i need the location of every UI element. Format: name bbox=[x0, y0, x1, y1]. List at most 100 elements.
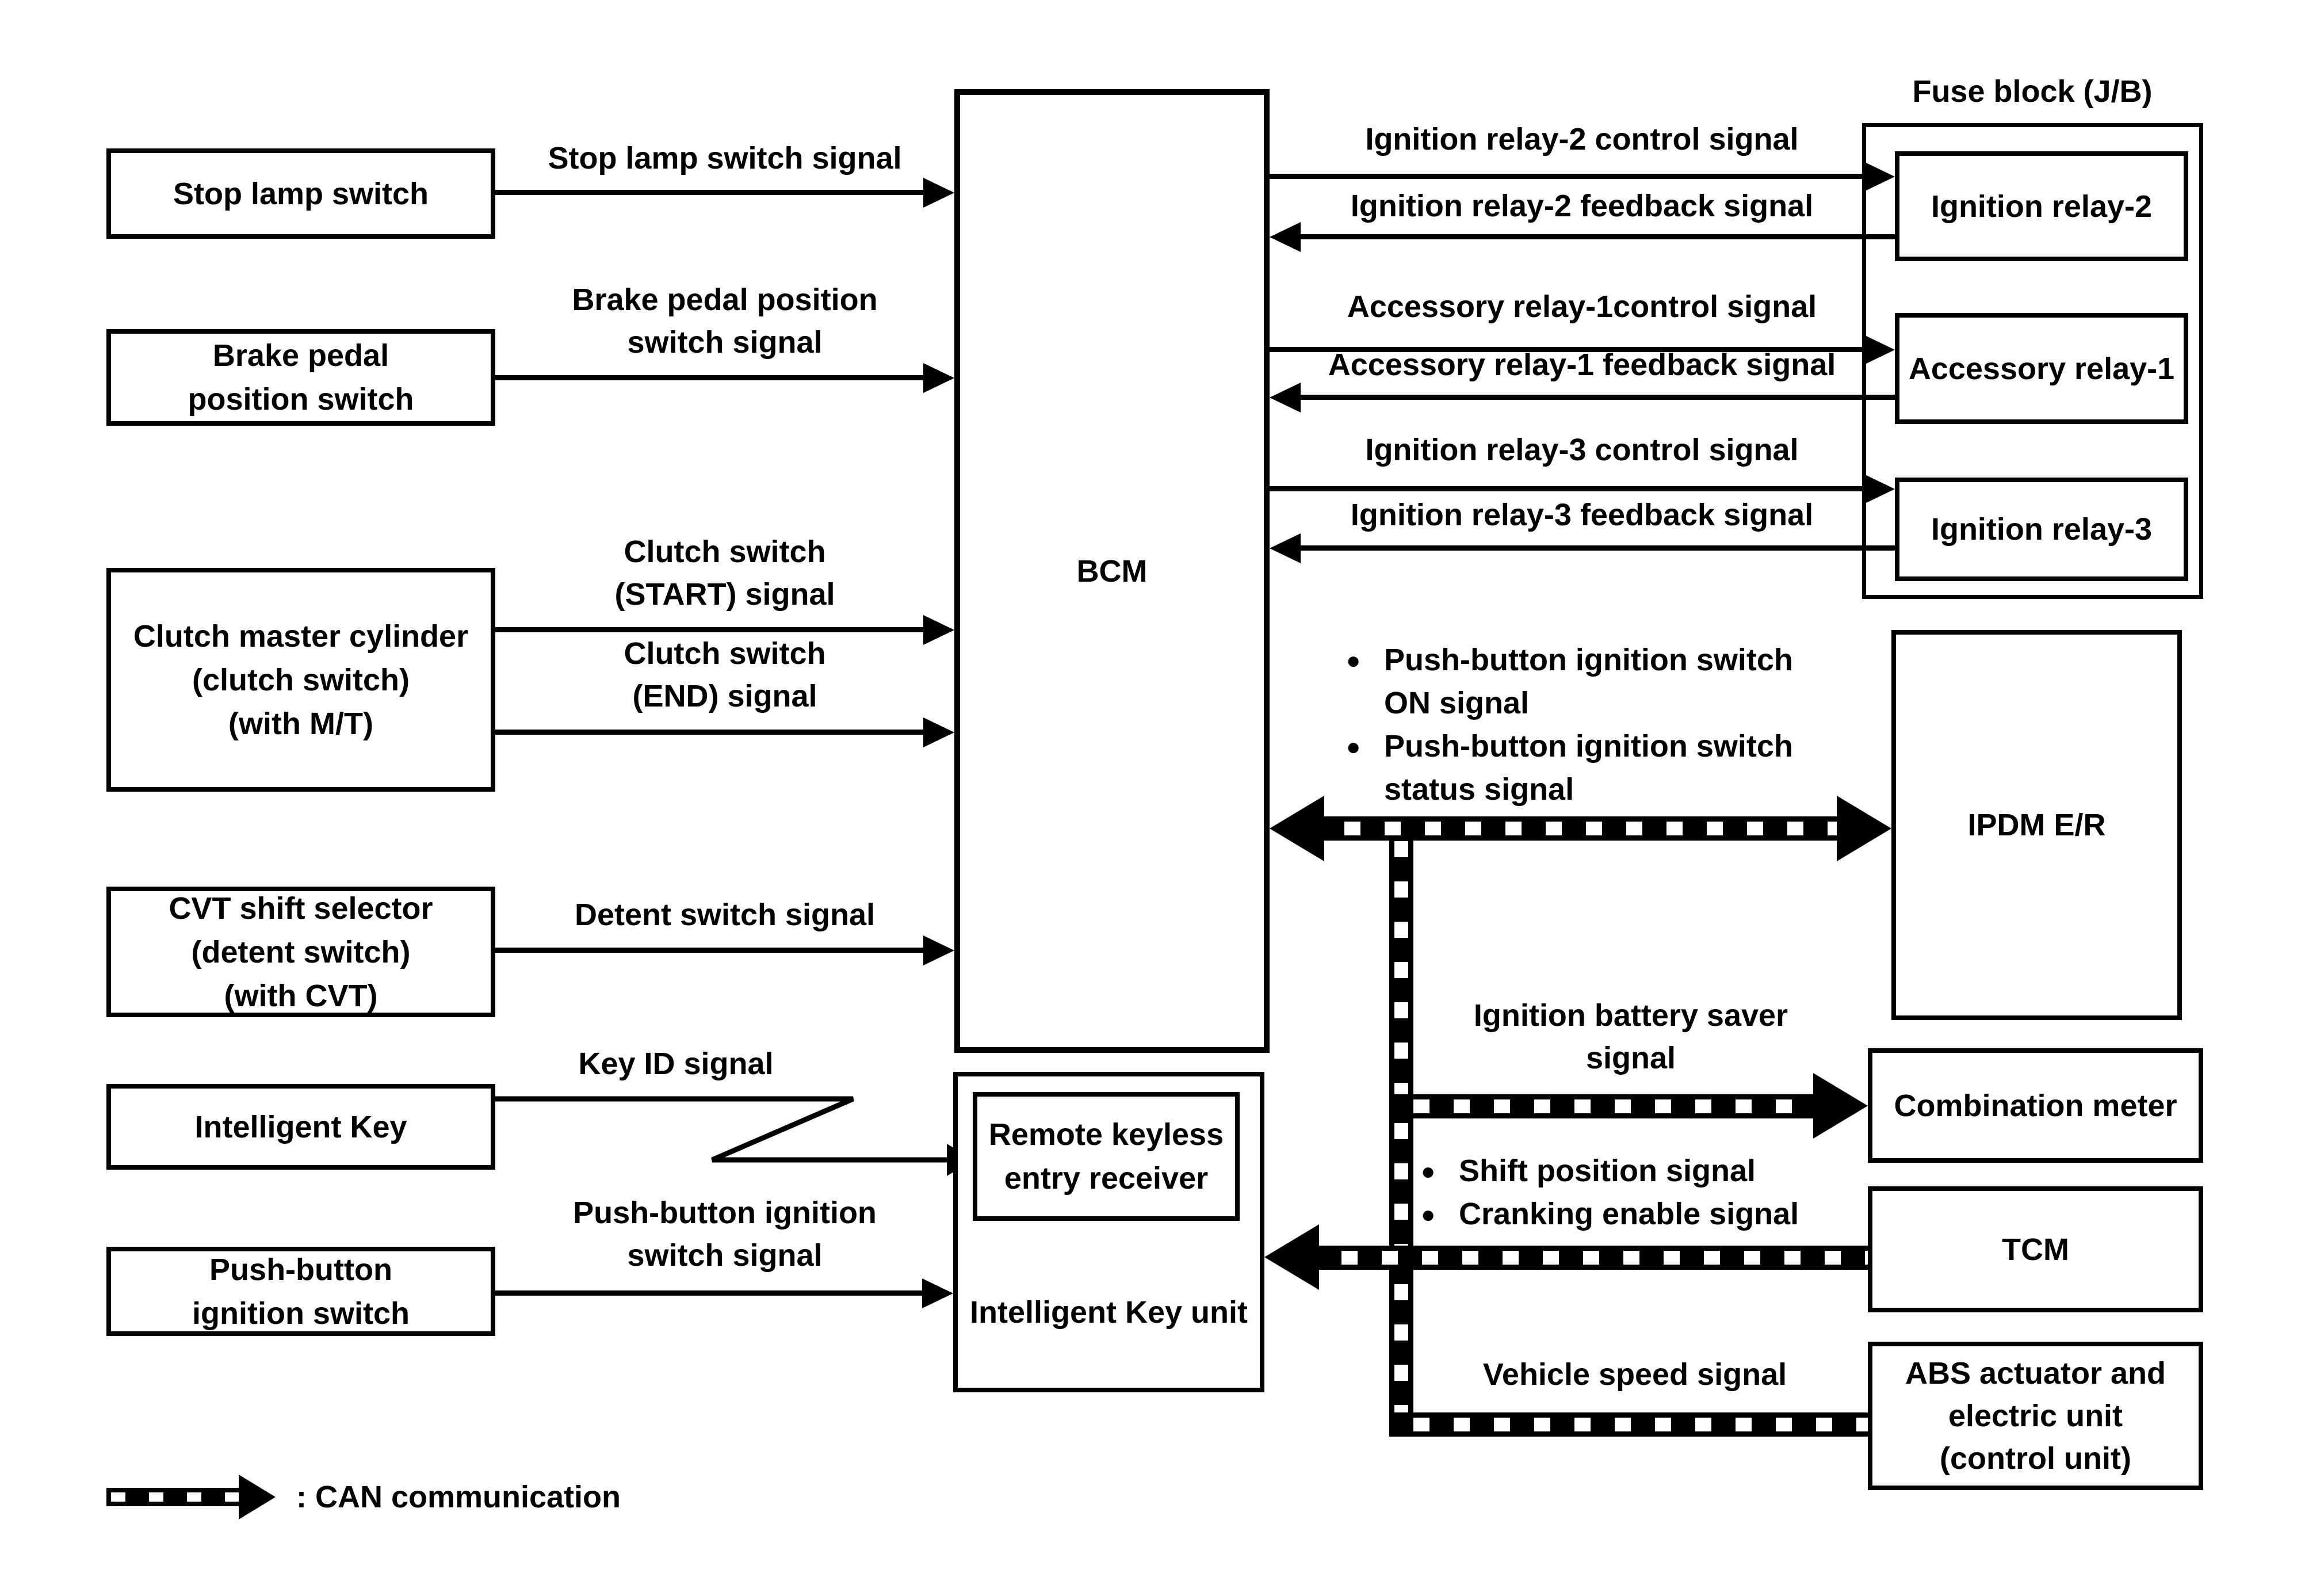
box-label: IPDM E/R bbox=[1967, 808, 2106, 842]
label-acc1-control: Accessory relay-1control signal bbox=[1347, 285, 1817, 328]
label-battery-saver-signal: Ignition battery saver signal bbox=[1474, 994, 1788, 1079]
box-label: Ignition relay-2 bbox=[1931, 189, 2153, 224]
label-line: Ignition relay-3 control signal bbox=[1365, 433, 1799, 467]
label-line: Push-button ignition bbox=[573, 1196, 877, 1230]
box-abs-actuator: ABS actuator and electric unit (control … bbox=[1868, 1342, 2203, 1490]
arrowhead-right-icon bbox=[923, 178, 954, 208]
box-label: Remote keyless bbox=[988, 1117, 1224, 1152]
label-clutch-start-signal: Clutch switch (START) signal bbox=[615, 530, 835, 616]
box-label: Combination meter bbox=[1894, 1088, 2177, 1123]
box-ignition-relay-3: Ignition relay-3 bbox=[1895, 478, 2188, 581]
label-line: Brake pedal position bbox=[572, 282, 878, 317]
bullet-icon: ● bbox=[1421, 1158, 1436, 1185]
arrowhead-right-icon bbox=[923, 935, 954, 965]
box-label: Ignition relay-3 bbox=[1931, 512, 2153, 547]
bullet-item-continuation: status signal bbox=[1346, 768, 1793, 811]
box-label: Intelligent Key bbox=[194, 1109, 407, 1144]
label-line: Ignition relay-2 feedback signal bbox=[1350, 189, 1814, 223]
box-label: BCM bbox=[1076, 553, 1148, 589]
arrow-acc1-control bbox=[1270, 347, 1865, 352]
can-arrowhead-right-icon bbox=[1813, 1073, 1868, 1139]
label-line: Ignition relay-3 feedback signal bbox=[1350, 498, 1814, 532]
label-vehicle-speed-signal: Vehicle speed signal bbox=[1483, 1353, 1787, 1396]
box-push-button-ignition-switch: Push-button ignition switch bbox=[106, 1247, 495, 1336]
arrow-ign3-feedback bbox=[1299, 545, 1895, 551]
label-ign2-control: Ignition relay-2 control signal bbox=[1365, 118, 1798, 161]
label-line: Clutch switch bbox=[624, 636, 826, 671]
bullet-icon: ● bbox=[1346, 733, 1361, 760]
arrowhead-right-icon bbox=[1864, 474, 1895, 504]
arrow-stop-lamp-signal bbox=[495, 190, 924, 195]
arrow-acc1-feedback bbox=[1299, 395, 1895, 400]
box-tcm: TCM bbox=[1868, 1186, 2203, 1312]
bullet-item-continuation: ON signal bbox=[1346, 682, 1793, 725]
box-remote-keyless-entry-receiver: Remote keyless entry receiver bbox=[973, 1092, 1240, 1221]
label-line: Key ID signal bbox=[578, 1047, 774, 1081]
label-ign3-control: Ignition relay-3 control signal bbox=[1365, 429, 1798, 471]
label-acc1-feedback: Accessory relay-1 feedback signal bbox=[1328, 343, 1836, 386]
arrow-ign2-control bbox=[1270, 174, 1865, 179]
box-label: Stop lamp switch bbox=[173, 176, 429, 211]
arrowhead-right-icon bbox=[1864, 162, 1895, 192]
bullet-text: Push-button ignition switch bbox=[1384, 643, 1793, 677]
can-arrow-abs bbox=[1389, 1412, 1868, 1437]
label-push-button-signal: Push-button ignition switch signal bbox=[573, 1192, 877, 1277]
label-line: Stop lamp switch signal bbox=[548, 141, 902, 175]
label-stop-lamp-signal: Stop lamp switch signal bbox=[548, 137, 901, 180]
box-label: CVT shift selector bbox=[169, 891, 433, 926]
label-detent-signal: Detent switch signal bbox=[575, 893, 875, 936]
arrow-ign2-feedback bbox=[1299, 234, 1895, 239]
box-label: (with M/T) bbox=[228, 706, 373, 741]
label-key-id-signal: Key ID signal bbox=[578, 1043, 773, 1085]
box-combination-meter: Combination meter bbox=[1868, 1048, 2203, 1163]
can-vertical-trunk bbox=[1389, 817, 1413, 1437]
box-accessory-relay-1: Accessory relay-1 bbox=[1895, 313, 2188, 424]
arrowhead-right-icon bbox=[923, 615, 954, 645]
box-label: ignition switch bbox=[192, 1296, 410, 1331]
box-label: ABS actuator and bbox=[1905, 1356, 2166, 1391]
can-arrowhead-left-icon bbox=[1264, 1224, 1319, 1290]
box-label: Brake pedal bbox=[212, 338, 389, 373]
box-ignition-relay-2: Ignition relay-2 bbox=[1895, 151, 2188, 261]
arrow-clutch-start-signal bbox=[495, 627, 924, 632]
label-line: Clutch switch bbox=[624, 534, 826, 569]
box-label: (detent switch) bbox=[191, 934, 411, 969]
bullet-text: Push-button ignition switch bbox=[1384, 729, 1793, 763]
label-brake-pedal-signal: Brake pedal position switch signal bbox=[572, 278, 877, 364]
ipdm-signal-bullets: ● Push-button ignition switch ON signal … bbox=[1346, 639, 1793, 811]
box-cvt-shift-selector: CVT shift selector (detent switch) (with… bbox=[106, 887, 495, 1017]
label-line: signal bbox=[1585, 1041, 1676, 1075]
arrow-detent-signal bbox=[495, 948, 924, 953]
box-intelligent-key: Intelligent Key bbox=[106, 1084, 495, 1170]
arrow-ign3-control bbox=[1270, 486, 1865, 491]
box-ipdm-er: IPDM E/R bbox=[1891, 630, 2182, 1020]
arrow-brake-pedal-signal bbox=[495, 375, 924, 380]
label-ign3-feedback: Ignition relay-3 feedback signal bbox=[1351, 494, 1813, 536]
label-line: Accessory relay-1control signal bbox=[1347, 289, 1817, 324]
bullet-item: ● Push-button ignition switch bbox=[1346, 725, 1793, 768]
label-line: switch signal bbox=[627, 325, 823, 360]
tcm-signal-bullets: ● Shift position signal ● Cranking enabl… bbox=[1421, 1150, 1799, 1236]
fuse-block-title: Fuse block (J/B) bbox=[1912, 70, 2152, 113]
can-arrow-bcm-ipdm bbox=[1320, 816, 1838, 841]
bullet-icon: ● bbox=[1346, 647, 1361, 674]
box-clutch-master-cylinder: Clutch master cylinder (clutch switch) (… bbox=[106, 568, 495, 792]
can-arrowhead-left-icon bbox=[1270, 796, 1324, 861]
label-line: Vehicle speed signal bbox=[1482, 1357, 1787, 1392]
box-intelligent-key-unit: Remote keyless entry receiver Intelligen… bbox=[953, 1072, 1264, 1392]
label-line: Detent switch signal bbox=[574, 898, 876, 932]
arrow-push-button-signal bbox=[495, 1290, 923, 1296]
label-ign2-feedback: Ignition relay-2 feedback signal bbox=[1351, 185, 1813, 227]
arrowhead-right-icon bbox=[923, 363, 954, 393]
box-label: position switch bbox=[188, 382, 414, 417]
box-label: electric unit bbox=[1948, 1399, 2123, 1433]
bullet-item: ● Push-button ignition switch bbox=[1346, 639, 1793, 682]
label-line: (END) signal bbox=[632, 679, 817, 713]
legend-can-text: : CAN communication bbox=[296, 1480, 621, 1514]
can-arrow-combination-meter bbox=[1389, 1094, 1815, 1118]
bullet-icon: ● bbox=[1421, 1201, 1436, 1228]
arrowhead-left-icon bbox=[1270, 383, 1301, 413]
arrow-clutch-end-signal bbox=[495, 730, 924, 735]
legend-can-bar bbox=[106, 1488, 248, 1506]
bullet-text: status signal bbox=[1384, 772, 1574, 807]
